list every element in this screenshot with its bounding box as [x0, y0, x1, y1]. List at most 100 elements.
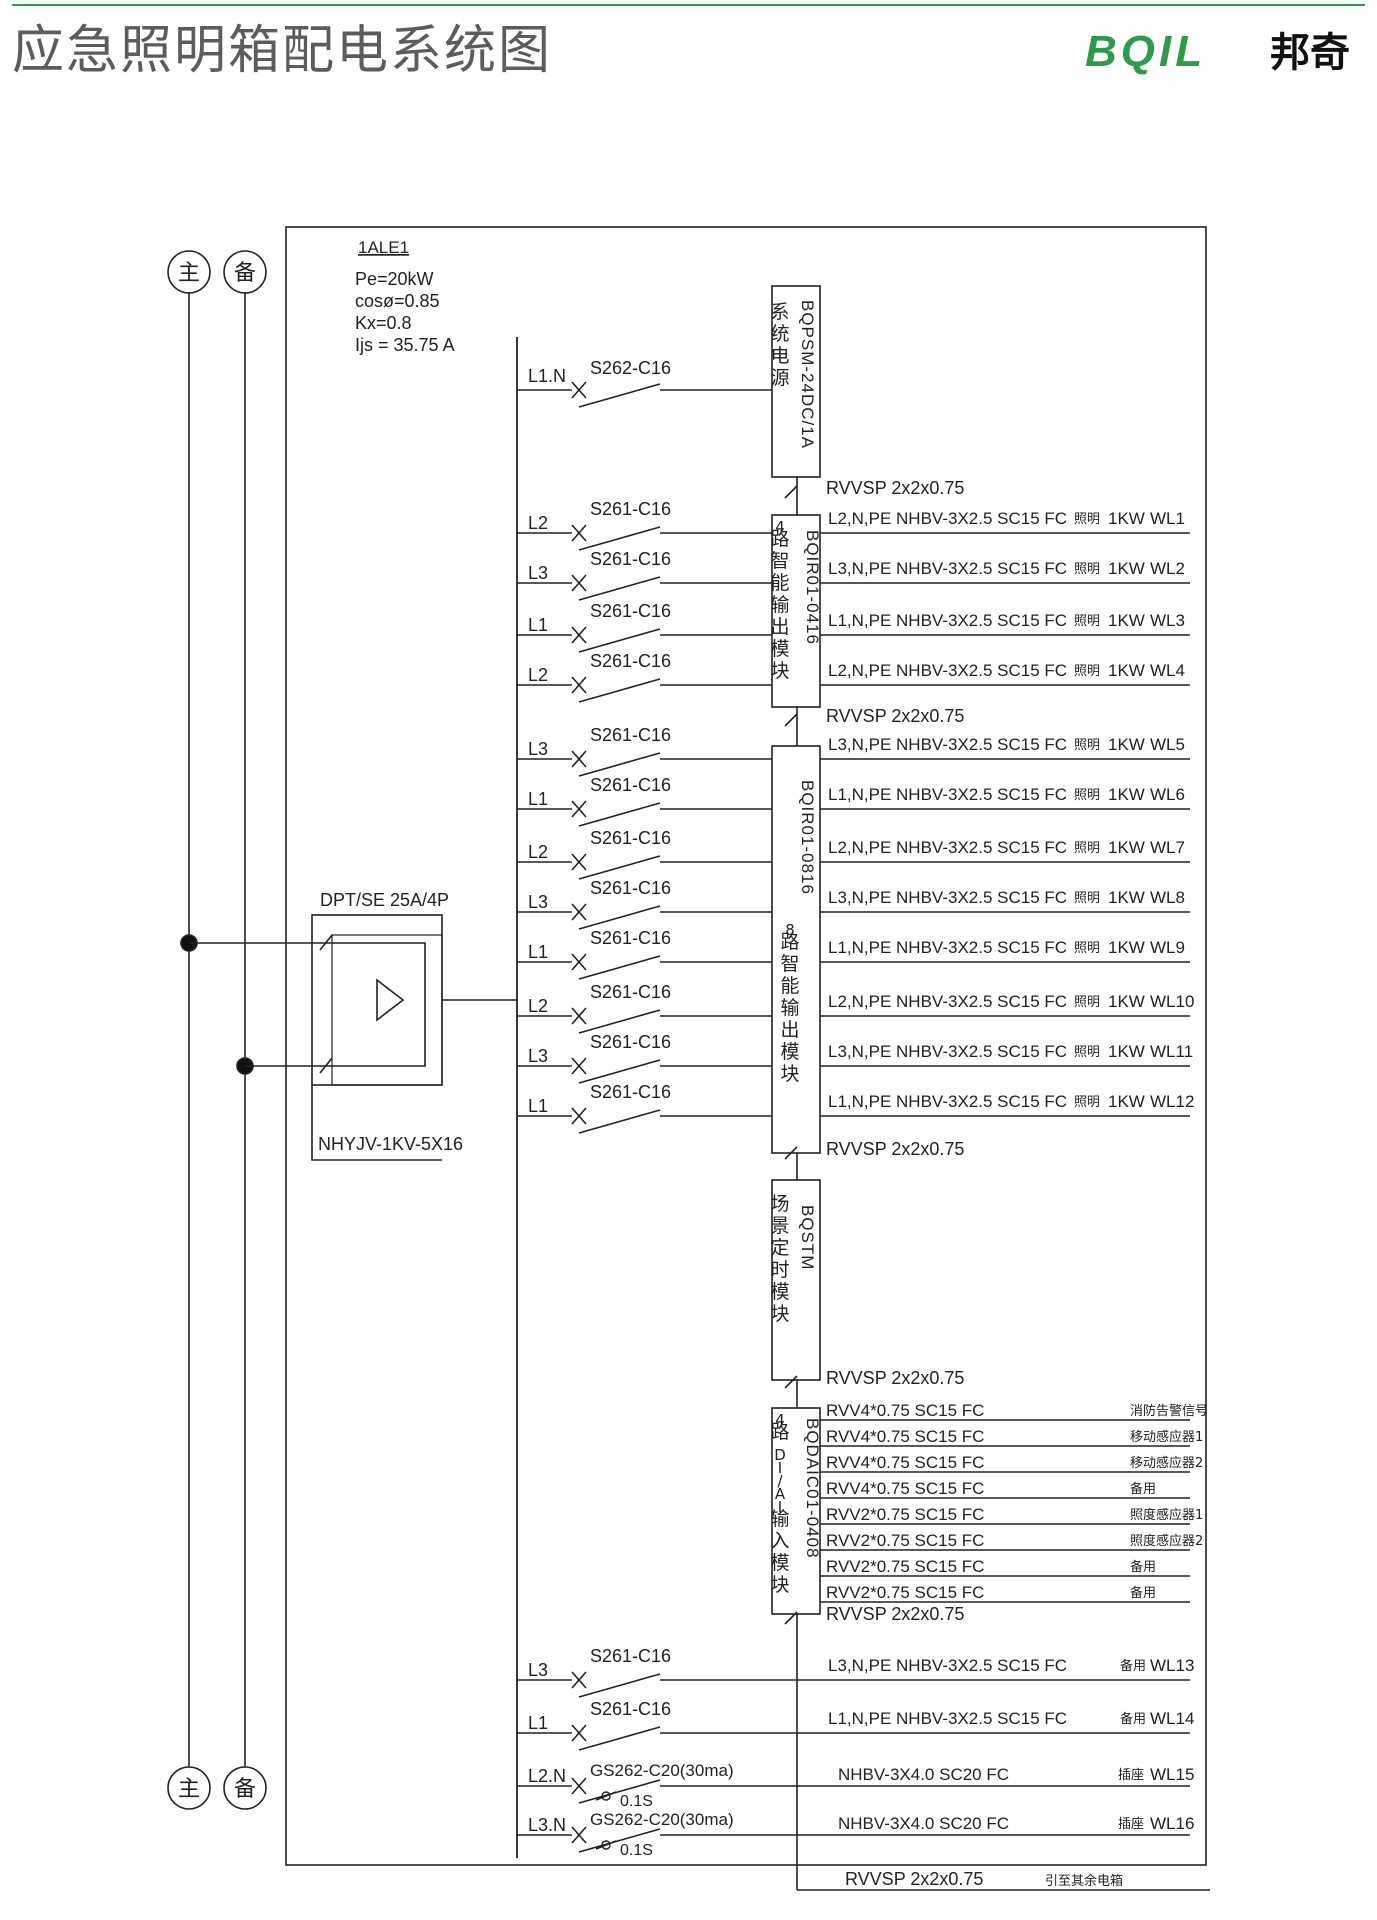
circuit-use: 照明 [1074, 841, 1100, 856]
circuit-id: WL2 [1150, 559, 1185, 578]
rcd-delay: 0.1S [620, 1793, 653, 1810]
module-input-cn: 4 [775, 1411, 785, 1429]
psu-module-cn: 统 [770, 323, 789, 345]
circuit-breaker-contact [578, 1059, 661, 1084]
page-title: 应急照明箱配电系统图 [12, 21, 553, 81]
bus-cable-label: RVVSP 2x2x0.75 [826, 478, 964, 498]
circuit-power: 1KW [1108, 838, 1145, 857]
circuit-phase: L2 [528, 842, 548, 862]
module-4way-cn: 4 [775, 518, 785, 536]
circuit-id: WL10 [1150, 992, 1194, 1011]
spare-id: WL14 [1150, 1709, 1194, 1728]
backup-source-symbol-top [223, 250, 267, 294]
input-cable-label: RVV2*0.75 SC15 FC [826, 1557, 984, 1576]
brand-logo: BQIL 邦奇 [1085, 27, 1350, 76]
spare-id: WL13 [1150, 1656, 1194, 1675]
circuit-power: 1KW [1108, 735, 1145, 754]
circuit-id: WL3 [1150, 611, 1185, 630]
circuit-id: WL4 [1150, 661, 1185, 680]
circuit-breaker-label: S261-C16 [590, 982, 671, 1002]
psu-breaker-contact [578, 383, 661, 408]
circuit-breaker-contact [578, 752, 661, 777]
circuit-power: 1KW [1108, 611, 1145, 630]
bus-tick [784, 1375, 798, 1389]
input-cable-label: RVV4*0.75 SC15 FC [826, 1479, 984, 1498]
bus-tick [784, 1611, 798, 1625]
module-input-cn: 路 [770, 1421, 789, 1443]
spare-cable-label: L3,N,PE NHBV-3X2.5 SC15 FC [828, 1656, 1067, 1675]
ats-tick [319, 934, 333, 951]
module-scene-box [771, 1179, 821, 1381]
rcd-trip-symbol [601, 1840, 611, 1850]
circuit-phase: L3 [528, 1046, 548, 1066]
input-cable-label: RVV4*0.75 SC15 FC [826, 1453, 984, 1472]
psu-module-cn: 系 [770, 301, 789, 323]
module-scene-code: BQSTM [798, 1205, 817, 1270]
spare-use: 备用 [1120, 1711, 1146, 1727]
logo-cn: 邦奇 [1270, 30, 1350, 76]
bus-cable-label: RVVSP 2x2x0.75 [826, 1139, 964, 1159]
circuit-power: 1KW [1108, 559, 1145, 578]
input-cable-label: RVV2*0.75 SC15 FC [826, 1583, 984, 1602]
input-signal-label: 移动感应器2 [1130, 1455, 1203, 1471]
module-input-cn: 模 [770, 1552, 789, 1574]
circuit-id: WL8 [1150, 888, 1185, 907]
circuit-breaker-label: S261-C16 [590, 878, 671, 898]
psu-phase: L1.N [528, 366, 566, 386]
module-4way-cn: 输 [770, 594, 789, 616]
module-4way-cn: 路 [770, 528, 789, 550]
ats-tick [319, 1057, 333, 1074]
circuit-use: 照明 [1074, 562, 1100, 577]
circuit-use: 照明 [1074, 512, 1100, 527]
psu-breaker-label: S262-C16 [590, 358, 671, 378]
circuit-cable-label: L2,N,PE NHBV-3X2.5 SC15 FC [828, 992, 1067, 1011]
circuit-id: WL11 [1150, 1042, 1193, 1061]
circuit-cable-label: L3,N,PE NHBV-3X2.5 SC15 FC [828, 559, 1067, 578]
rcd-trip-stroke [595, 1791, 617, 1801]
rcd-cable-label: NHBV-3X4.0 SC20 FC [838, 1814, 1009, 1833]
circuit-breaker-contact [578, 576, 661, 601]
circuit-phase: L1 [528, 1096, 548, 1116]
input-cable-label: RVV4*0.75 SC15 FC [826, 1401, 984, 1420]
input-signal-label: 备用 [1130, 1481, 1156, 1497]
spare-cable-label: L1,N,PE NHBV-3X2.5 SC15 FC [828, 1709, 1067, 1728]
rcd-cable-label: NHBV-3X4.0 SC20 FC [838, 1765, 1009, 1784]
bus-tick [784, 713, 798, 727]
circuit-cable-label: L1,N,PE NHBV-3X2.5 SC15 FC [828, 1092, 1067, 1111]
panel-param: Kx=0.8 [355, 313, 412, 333]
module-8way-box [771, 745, 821, 1154]
circuit-breaker-x [571, 750, 587, 768]
main-source-symbol-top [167, 250, 211, 294]
circuit-phase: L3 [528, 892, 548, 912]
circuit-phase: L1 [528, 942, 548, 962]
spare-breaker-x [571, 1671, 587, 1689]
circuit-power: 1KW [1108, 992, 1145, 1011]
psu-module-code: BQPSM-24DC/1A [798, 300, 817, 449]
circuit-use: 照明 [1074, 738, 1100, 753]
rcd-breaker-contact [578, 1828, 661, 1853]
input-signal-label: 消防告警信号 [1130, 1403, 1208, 1419]
module-4way-code: BQIR01-0416 [803, 530, 822, 645]
circuit-cable-label: L1,N,PE NHBV-3X2.5 SC15 FC [828, 611, 1067, 630]
circuit-phase: L2 [528, 513, 548, 533]
module-8way-cn: 智 [780, 953, 799, 975]
psu-breaker-x [571, 381, 587, 399]
circuit-breaker-label: S261-C16 [590, 775, 671, 795]
circuit-id: WL9 [1150, 938, 1185, 957]
spare-phase: L3 [528, 1660, 548, 1680]
circuit-phase: L3 [528, 739, 548, 759]
incoming-cable-label: NHYJV-1KV-5X16 [318, 1134, 463, 1154]
circuit-phase: L3 [528, 563, 548, 583]
circuit-breaker-label: S261-C16 [590, 499, 671, 519]
panel-param: Pe=20kW [355, 269, 434, 289]
bus-tick [784, 485, 798, 499]
circuit-use: 照明 [1074, 1095, 1100, 1110]
module-scene-cn: 场 [770, 1193, 789, 1215]
module-scene-cn: 景 [770, 1215, 789, 1237]
bus-out-cable: RVVSP 2x2x0.75 [845, 1869, 983, 1889]
circuit-breaker-contact [578, 1009, 661, 1034]
input-signal-label: 照度感应器2 [1130, 1533, 1203, 1549]
bus-cable-label: RVVSP 2x2x0.75 [826, 706, 964, 726]
ats-inner [331, 934, 443, 1086]
circuit-breaker-x [571, 524, 587, 542]
